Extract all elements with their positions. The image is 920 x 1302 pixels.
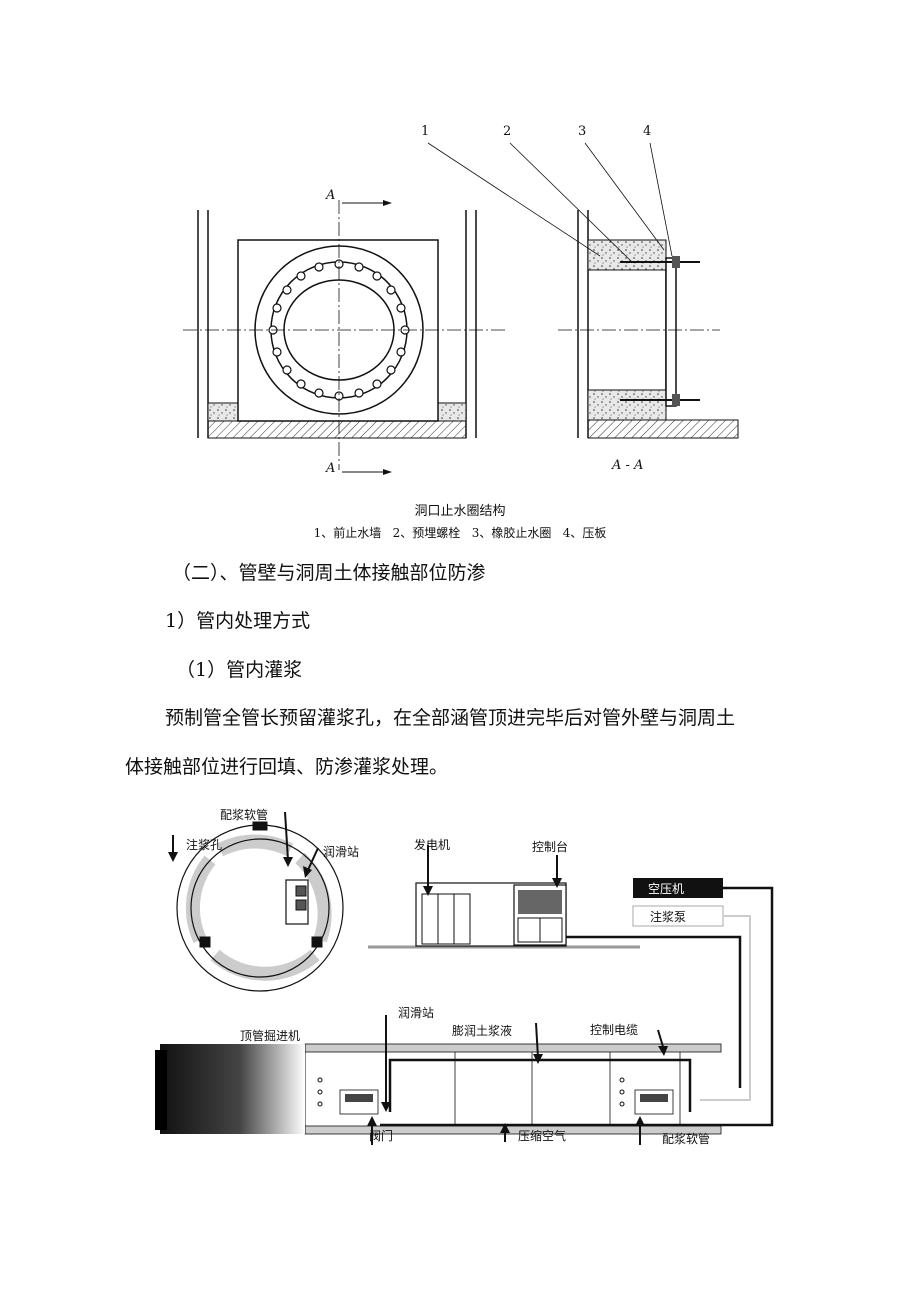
subheading-method: 1）管内处理方式 bbox=[165, 610, 311, 632]
label-compressed-air: 压缩空气 bbox=[518, 1129, 567, 1143]
section-heading: （二）、管壁与洞周土体接触部位防渗 bbox=[172, 562, 486, 584]
label-grout-hose-top: 配浆软管 bbox=[220, 808, 269, 822]
subheading-grouting: （1）管内灌浆 bbox=[176, 659, 303, 681]
pipe-jacking-drawing bbox=[155, 811, 774, 1145]
label-tbm: 顶管掘进机 bbox=[240, 1029, 301, 1043]
bolt-holes bbox=[268, 259, 410, 401]
paragraph-line-1: 预制管全管长预留灌浆孔，在全部涵管顶进完毕后对管外壁与洞周土 bbox=[165, 707, 736, 729]
water-seal-drawing bbox=[183, 142, 739, 475]
section-letter-bottom: A bbox=[326, 461, 336, 476]
label-grout-hose-bottom: 配浆软管 bbox=[662, 1132, 711, 1146]
label-grout-hole: 注浆孔 bbox=[186, 838, 223, 852]
callout-3: 3 bbox=[578, 124, 587, 139]
callout-2: 2 bbox=[503, 124, 512, 139]
label-generator: 发电机 bbox=[414, 838, 451, 852]
section-view-label: A - A bbox=[612, 458, 644, 473]
figure1-caption-legend: 1、前止水墙 2、预埋螺栓 3、橡胶止水圈 4、压板 bbox=[313, 526, 607, 540]
section-letter-top: A bbox=[326, 188, 336, 203]
label-lube-station-top: 润滑站 bbox=[323, 845, 360, 859]
callout-4: 4 bbox=[643, 124, 652, 139]
pipe-ring bbox=[176, 821, 344, 992]
label-control-cable: 控制电缆 bbox=[590, 1023, 639, 1037]
label-bentonite: 膨润土浆液 bbox=[452, 1024, 513, 1038]
label-grout-pump: 注浆泵 bbox=[650, 910, 687, 924]
label-lube-station: 润滑站 bbox=[398, 1006, 435, 1020]
label-console: 控制台 bbox=[532, 840, 569, 854]
label-compressor: 空压机 bbox=[648, 882, 685, 896]
label-valve: 阀门 bbox=[369, 1129, 394, 1143]
paragraph-line-2: 体接触部位进行回填、防渗灌浆处理。 bbox=[125, 756, 449, 778]
figure1-caption-title: 洞口止水圈结构 bbox=[414, 504, 506, 519]
callout-1: 1 bbox=[421, 124, 430, 139]
